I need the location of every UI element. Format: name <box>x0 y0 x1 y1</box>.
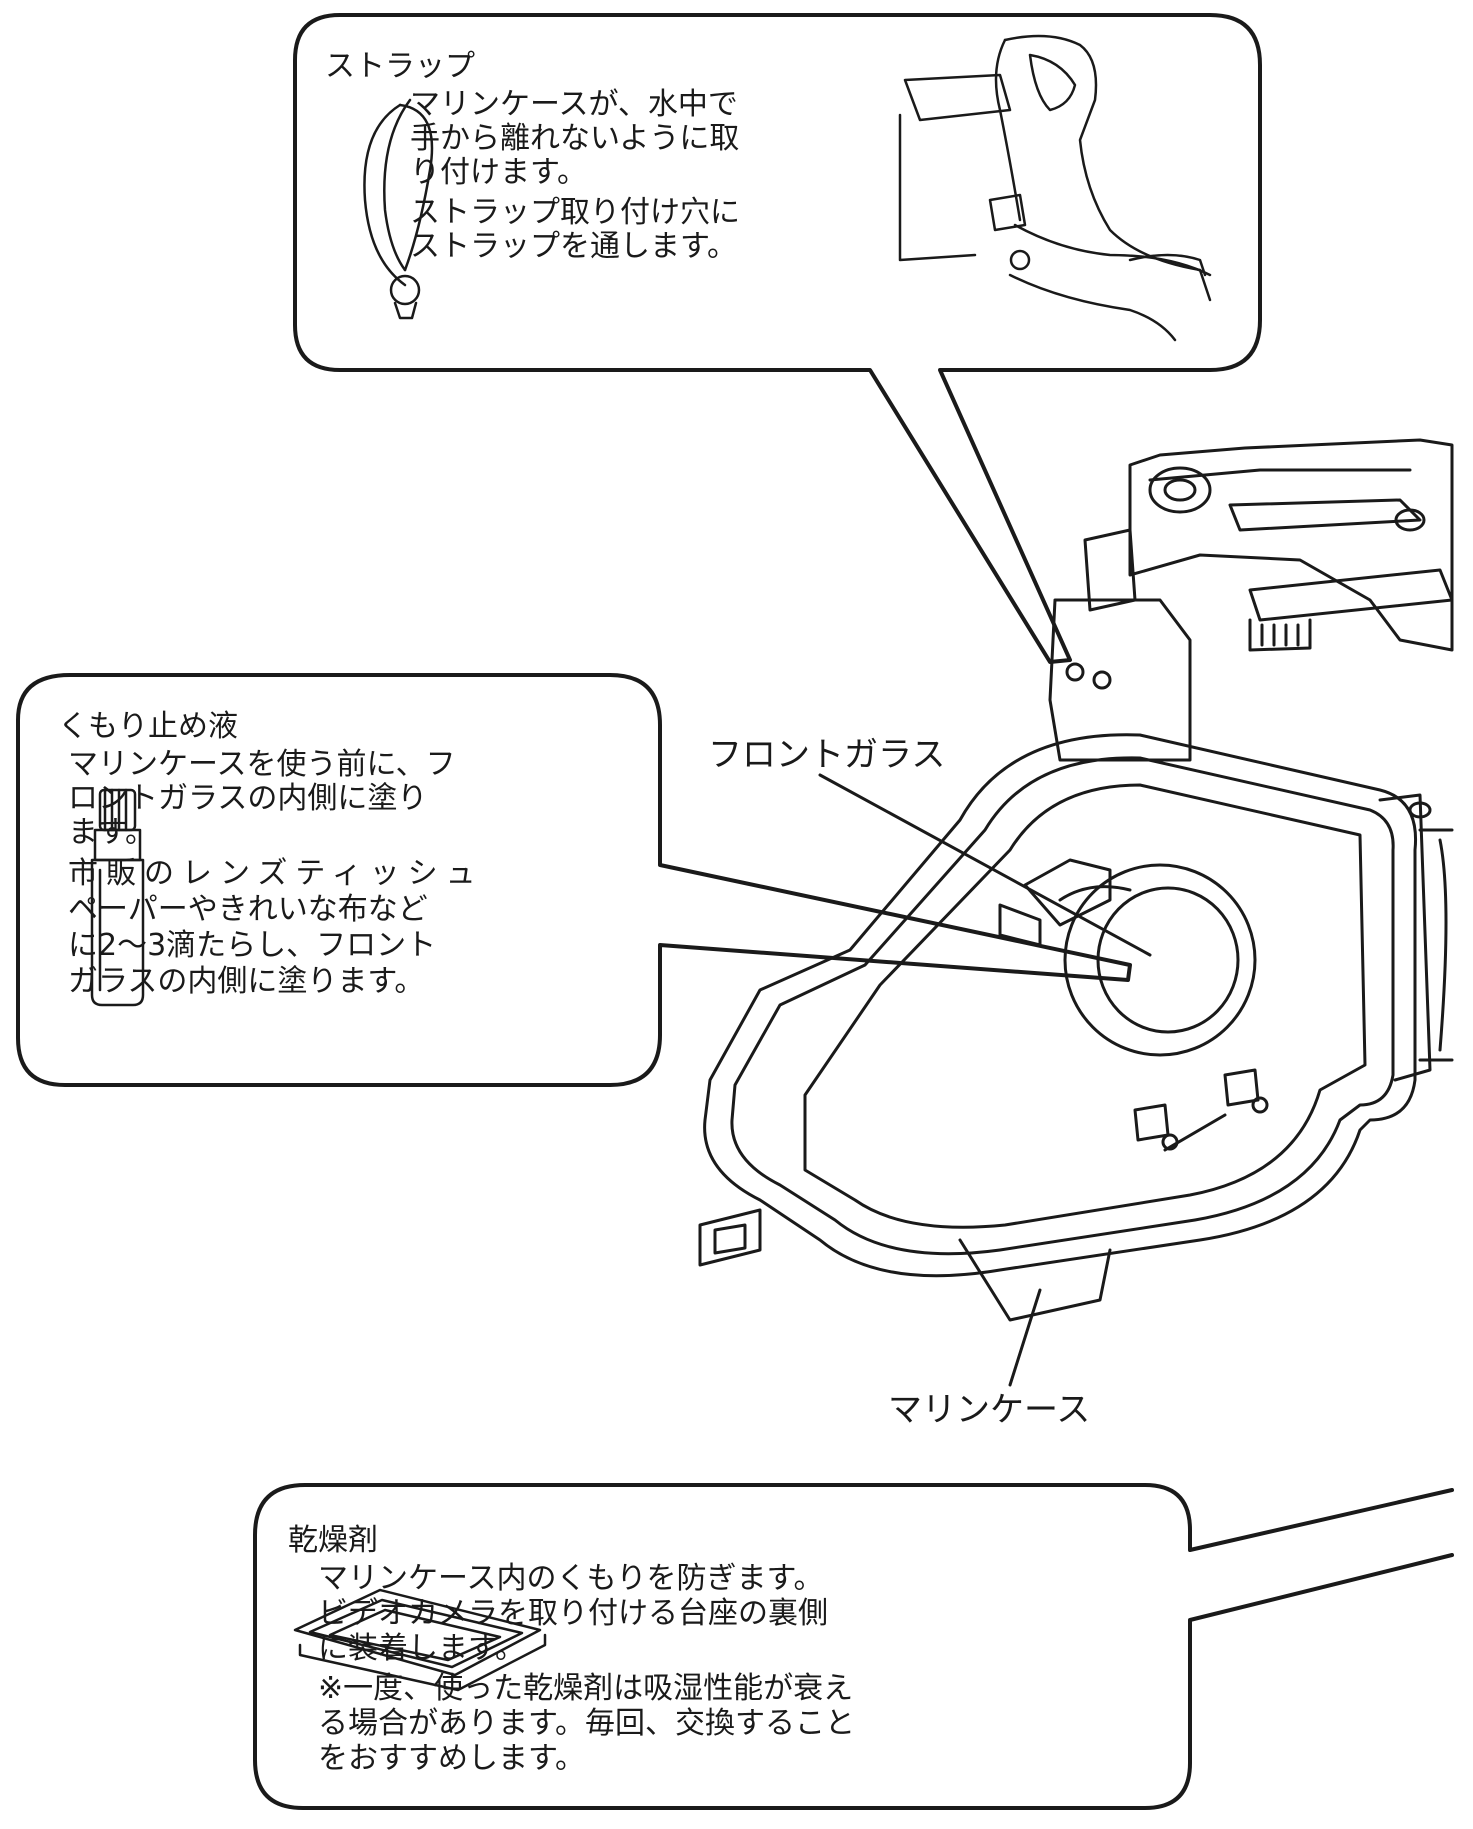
desiccant-line-2: ビデオカメラを取り付ける台座の裏側 <box>318 1596 828 1631</box>
desiccant-line-6: をおすすめします。 <box>318 1741 585 1776</box>
desiccant-line-4: ※一度、使った乾燥剤は吸湿性能が衰え <box>318 1671 854 1706</box>
marine-case-illustration <box>698 438 1454 1322</box>
desiccant-callout-box <box>253 1483 1454 1810</box>
antifog-line-1: マリンケースを使う前に、フ <box>68 747 456 782</box>
strap-line-3: り付けます。 <box>410 155 587 190</box>
front-glass-label: フロントガラス <box>708 735 946 775</box>
desiccant-line-5: る場合があります。毎回、交換すること <box>318 1706 855 1741</box>
strap-title: ストラップ <box>325 49 475 84</box>
marine-case-leader <box>1008 1288 1042 1387</box>
antifog-line-3: ます。 <box>68 815 155 850</box>
strap-illustration <box>363 98 434 320</box>
desiccant-line-1: マリンケース内のくもりを防ぎます。 <box>318 1561 824 1596</box>
strap-line-4: ストラップ取り付け穴に <box>410 195 740 230</box>
antifog-line-4: 市販のレンズティッシュ <box>68 856 484 891</box>
strap-line-5: ストラップを通します。 <box>410 229 737 264</box>
strap-line-2: 手から離れないように取 <box>410 121 740 156</box>
hand-strap-illustration <box>898 34 1212 342</box>
antifog-title: くもり止め液 <box>58 709 238 744</box>
desiccant-line-3: に装着します。 <box>318 1631 525 1666</box>
antifog-line-5: ペーパーやきれいな布など <box>68 892 428 927</box>
antifog-line-7: ガラスの内側に塗ります。 <box>68 964 425 999</box>
front-glass-leader <box>818 773 1152 957</box>
desiccant-packet-illustration <box>293 1588 547 1692</box>
strap-line-1: マリンケースが、水中で <box>410 87 738 122</box>
desiccant-title: 乾燥剤 <box>288 1523 378 1558</box>
antifog-line-6: に2～3滴たらし、フロント <box>68 928 437 963</box>
marine-case-label: マリンケース <box>888 1390 1091 1430</box>
antifog-callout-box <box>16 673 1132 1087</box>
antifog-bottle-illustration <box>90 788 145 1007</box>
antifog-line-2: ロントガラスの内側に塗り <box>68 781 428 816</box>
strap-callout-box <box>293 13 1262 664</box>
